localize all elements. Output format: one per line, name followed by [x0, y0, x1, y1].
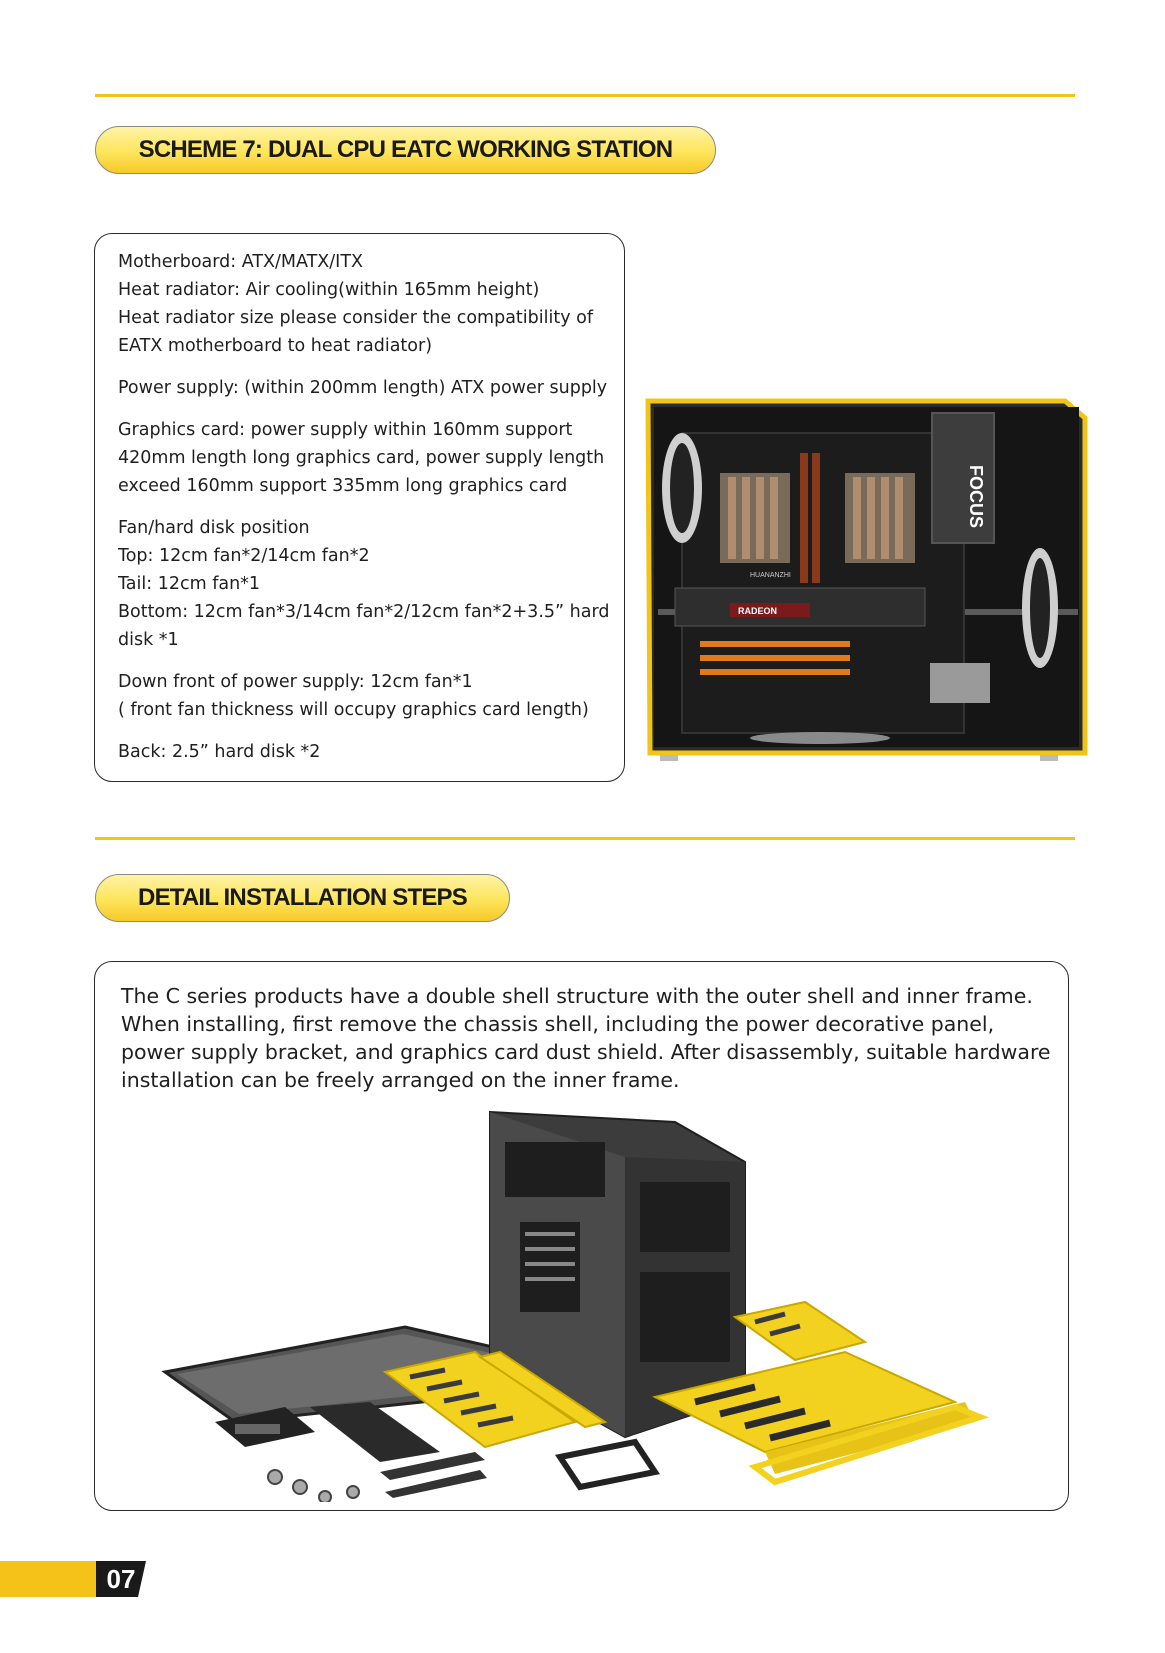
middle-divider-rule	[95, 837, 1075, 840]
gpu-label: RADEON	[738, 606, 777, 616]
scheme-title: SCHEME 7: DUAL CPU EATC WORKING STATION	[95, 126, 716, 174]
spec-group: Motherboard: ATX/MATX/ITX Heat radiator: …	[118, 248, 613, 360]
spec-line: Tail: 12cm fan*1	[118, 574, 261, 594]
spec-group: Back: 2.5” hard disk *2	[118, 738, 613, 766]
spec-line: Graphics card: power supply within 160mm…	[118, 420, 573, 440]
exploded-chassis-svg	[161, 1110, 989, 1504]
spec-group: Down front of power supply: 12cm fan*1 ( …	[118, 668, 613, 724]
spec-line: 420mm length long graphics card, power s…	[118, 448, 605, 468]
top-divider-rule	[95, 94, 1075, 97]
installation-intro: The C series products have a double shel…	[121, 982, 1051, 1094]
spec-box: Motherboard: ATX/MATX/ITX Heat radiator: …	[94, 233, 625, 782]
intro-line: power supply bracket, and graphics card …	[121, 1040, 1051, 1064]
spec-line: ( front fan thickness will occupy graphi…	[118, 700, 589, 720]
spec-line: Top: 12cm fan*2/14cm fan*2	[118, 546, 370, 566]
installation-box: The C series products have a double shel…	[94, 961, 1069, 1511]
spec-list: Motherboard: ATX/MATX/ITX Heat radiator: …	[118, 248, 613, 780]
installation-title: DETAIL INSTALLATION STEPS	[95, 874, 510, 922]
board-label: HUANANZHI	[750, 572, 791, 579]
spec-line: Back: 2.5” hard disk *2	[118, 742, 321, 762]
spec-line: Fan/hard disk position	[118, 518, 310, 538]
page-number: 07	[96, 1561, 146, 1597]
intro-line: When installing, first remove the chassi…	[121, 1012, 995, 1036]
intro-line: The C series products have a double shel…	[121, 984, 1033, 1008]
spec-line: Motherboard: ATX/MATX/ITX	[118, 252, 364, 272]
spec-line: Heat radiator size please consider the c…	[118, 308, 594, 328]
exploded-chassis-illustration	[155, 1102, 1035, 1504]
spec-group: Graphics card: power supply within 160mm…	[118, 416, 613, 500]
spec-line: Power supply: (within 200mm length) ATX …	[118, 378, 608, 398]
case-photo-svg: HUANANZHI RADEON FOCUS	[640, 393, 1120, 773]
spec-line: Bottom: 12cm fan*3/14cm fan*2/12cm fan*2…	[118, 602, 610, 622]
dual-cpu-case-photo: HUANANZHI RADEON FOCUS	[640, 393, 1120, 773]
intro-line: installation can be freely arranged on t…	[121, 1068, 680, 1092]
spec-line: Down front of power supply: 12cm fan*1	[118, 672, 473, 692]
spec-line: Heat radiator: Air cooling(within 165mm …	[118, 280, 540, 300]
psu-label: FOCUS	[966, 465, 986, 528]
spec-line: EATX motherboard to heat radiator)	[118, 336, 433, 356]
spec-group: Power supply: (within 200mm length) ATX …	[118, 374, 613, 402]
spec-line: disk *1	[118, 630, 179, 650]
spec-line: exceed 160mm support 335mm long graphics…	[118, 476, 568, 496]
footer-accent-bar	[0, 1561, 98, 1597]
